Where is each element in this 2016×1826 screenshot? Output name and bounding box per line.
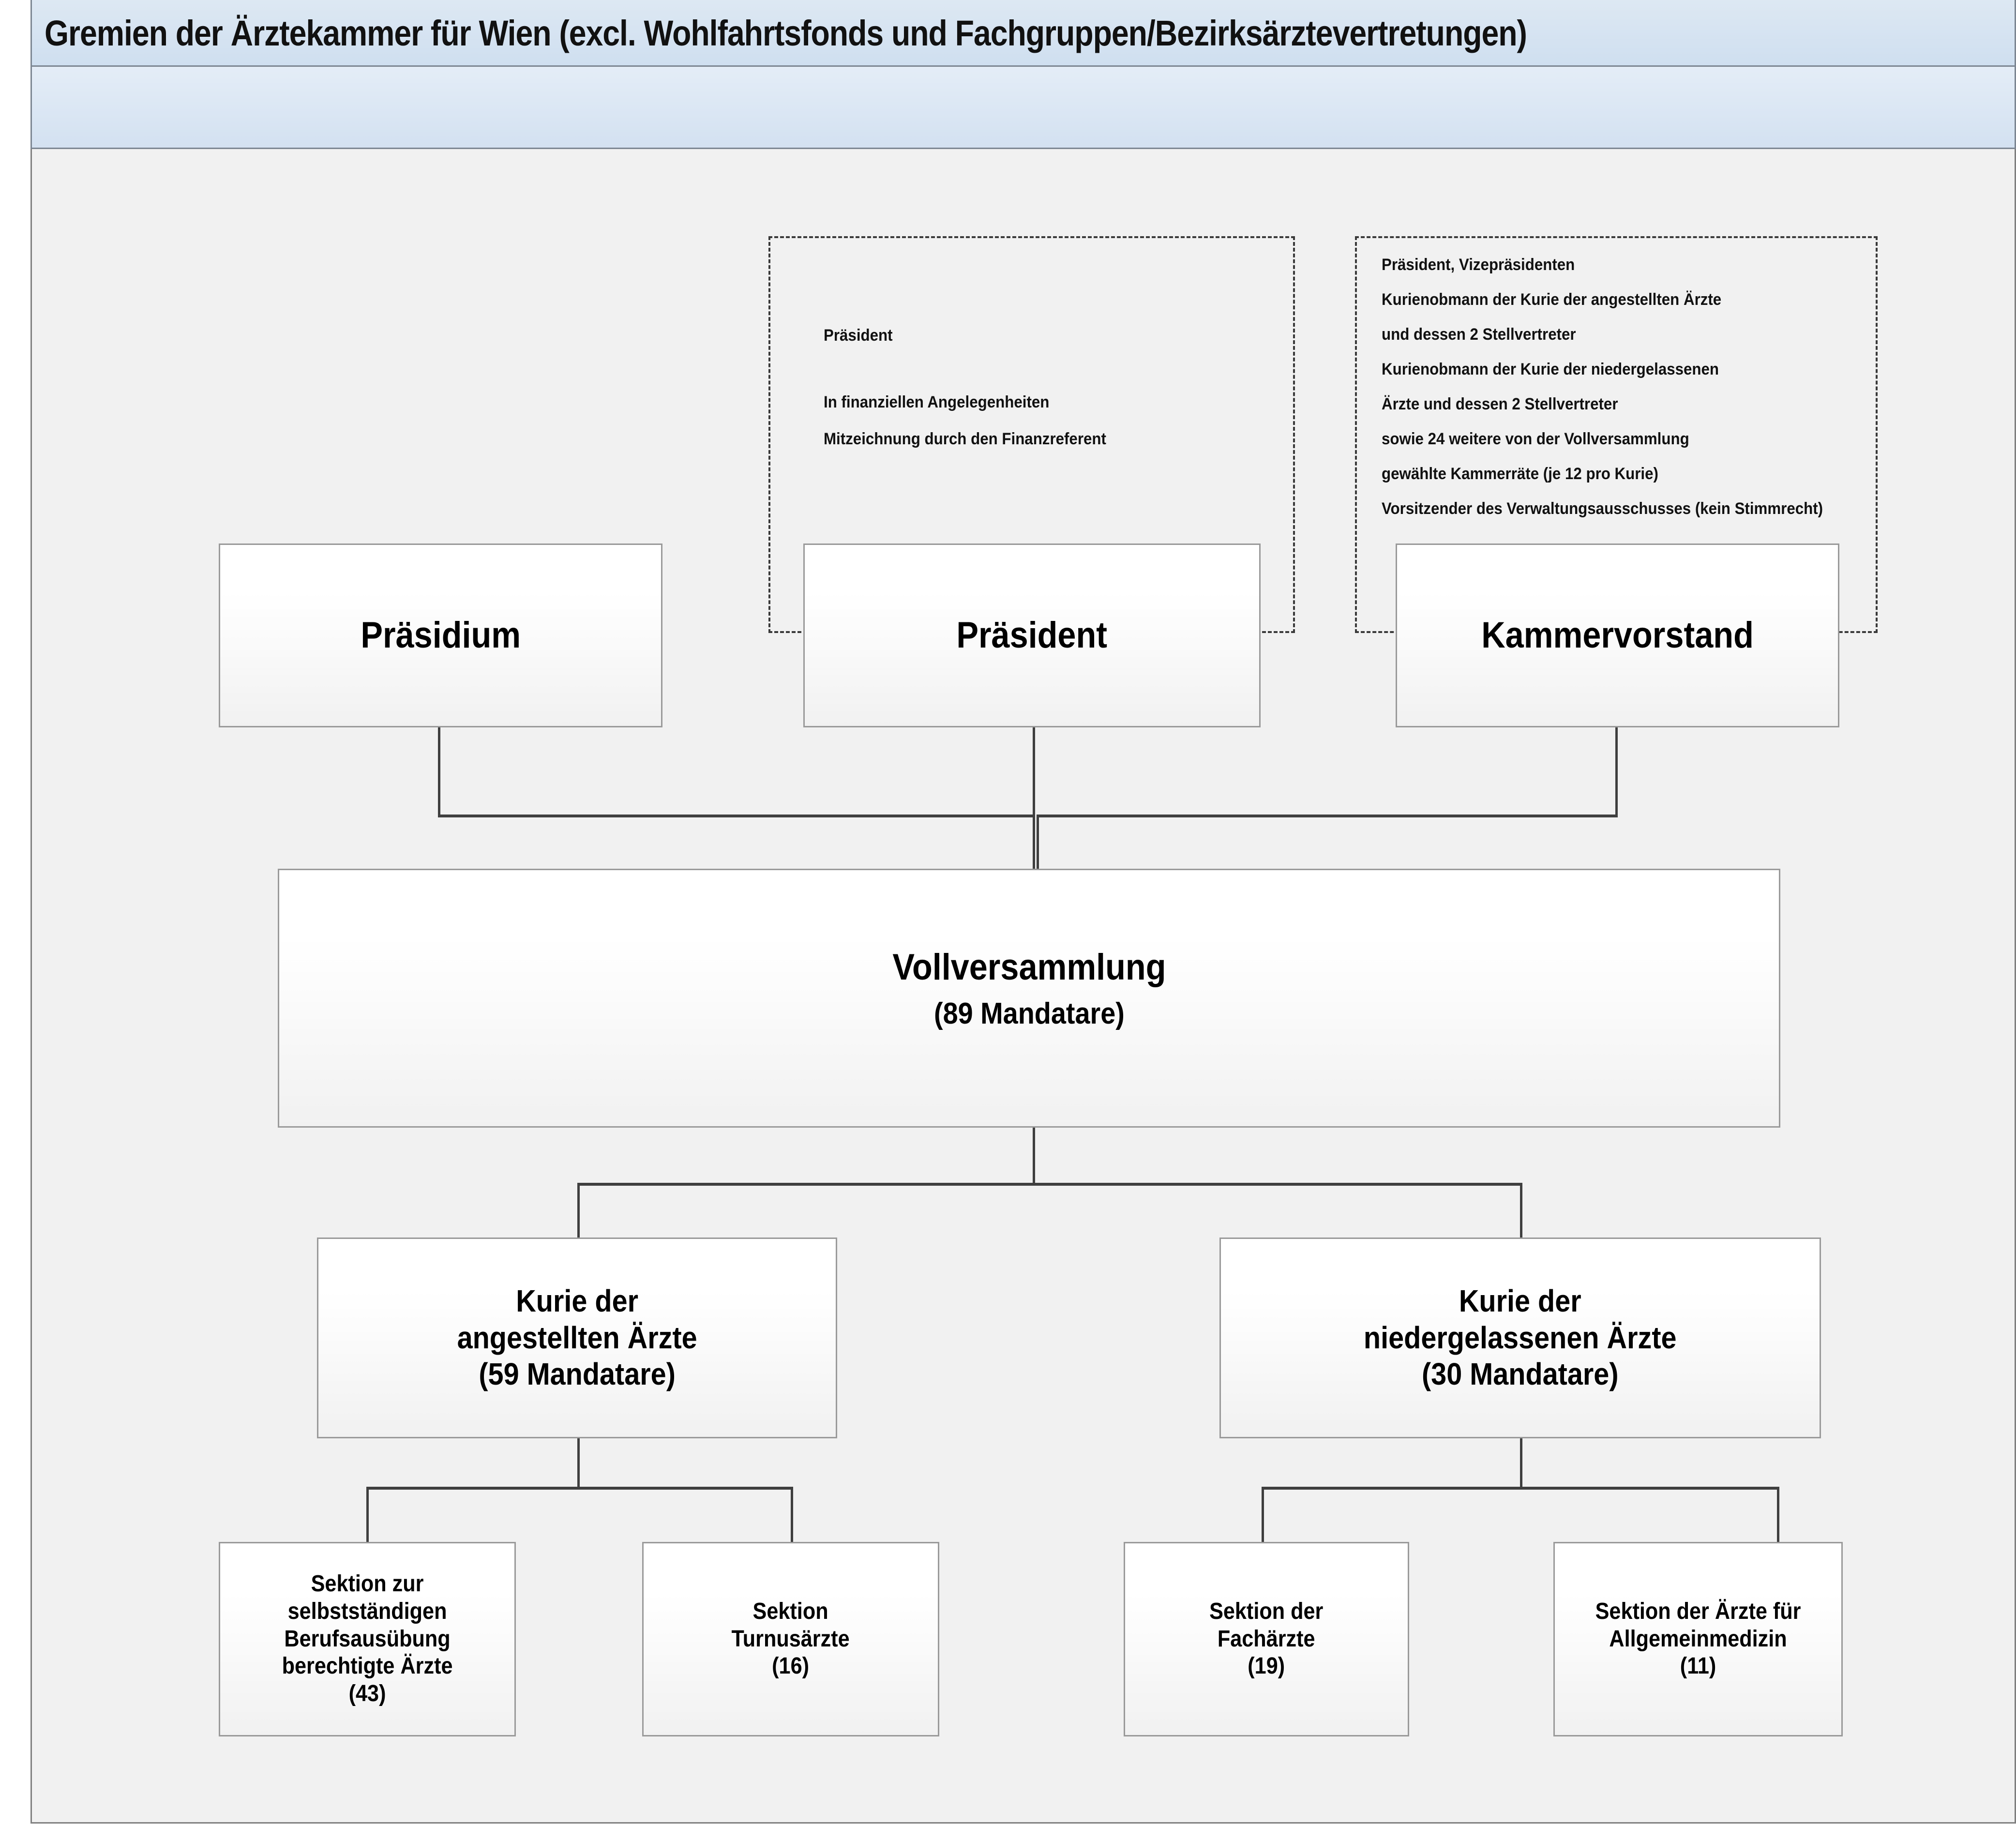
connector-kurie-angestellte-drop: [577, 1183, 580, 1238]
node-sektion-turnus-line1: Sektion: [752, 1599, 829, 1625]
connector-kurie-angestellte-down: [577, 1436, 580, 1490]
node-kurie-angestellte-aerzte[interactable]: Kurie der angestellten Ärzte (59 Mandata…: [317, 1237, 837, 1438]
praesident-annotation-text: Präsident In finanziellen Angelegenheite…: [824, 327, 1106, 447]
node-sektion-allgemein-line3: (11): [1680, 1653, 1716, 1679]
header-band-secondary: [30, 67, 2016, 149]
node-kurie-angestellte-line3: (59 Mandatare): [479, 1357, 676, 1392]
annotation-line: Ärzte und dessen 2 Stellvertreter: [1382, 395, 1618, 413]
connector-kurie-niedergelassene-down: [1520, 1436, 1522, 1490]
connector-top-bus-left: [438, 815, 1034, 817]
node-sektion-selbst-line2: selbstständigen: [287, 1599, 447, 1625]
node-kurie-niedergelassene-aerzte[interactable]: Kurie der niedergelassenen Ärzte (30 Man…: [1219, 1237, 1821, 1438]
node-sektion-allgemein-line2: Allgemeinmedizin: [1609, 1626, 1787, 1652]
node-sektion-allgemein-line1: Sektion der Ärzte für: [1595, 1599, 1801, 1625]
annotation-line: sowie 24 weitere von der Vollversammlung: [1382, 430, 1689, 448]
connector-kurien-bus: [577, 1183, 1522, 1186]
connector-sektion-selbststaendig-drop: [366, 1487, 369, 1544]
node-kurie-angestellte-line1: Kurie der: [516, 1283, 638, 1319]
connector-sektion-turnusaerzte-drop: [791, 1487, 793, 1544]
header-band-primary: [30, 0, 2016, 67]
node-kurie-angestellte-line2: angestellten Ärzte: [457, 1320, 697, 1355]
connector-top-bus-right: [1037, 815, 1618, 817]
connector-sektion-bus-right: [1262, 1487, 1779, 1490]
node-sektion-fachaerzte-line2: Fachärzte: [1218, 1626, 1315, 1652]
page-title: Gremien der Ärztekammer für Wien (excl. …: [45, 13, 1527, 53]
kammervorstand-annotation-text: Präsident, Vizepräsidenten Kurienobmann …: [1382, 257, 1823, 517]
node-sektion-fachaerzte[interactable]: Sektion der Fachärzte (19): [1124, 1542, 1409, 1736]
connector-praesident-vollversammlung: [1033, 726, 1035, 871]
connector-sektion-fachaerzte-drop: [1262, 1487, 1264, 1544]
annotation-line: Mitzeichnung durch den Finanzreferent: [824, 430, 1106, 448]
annotation-line: Präsident, Vizepräsidenten: [1382, 256, 1575, 274]
node-praesidium[interactable]: Präsidium: [219, 543, 662, 727]
node-vollversammlung-count: (89 Mandatare): [933, 996, 1125, 1030]
connector-kammervorstand-down: [1615, 726, 1618, 816]
node-sektion-fachaerzte-line1: Sektion der: [1209, 1599, 1324, 1625]
node-kurie-niedergelassene-line2: niedergelassenen Ärzte: [1364, 1320, 1677, 1355]
connector-bus-left-drop: [1037, 815, 1039, 871]
annotation-line: Präsident: [824, 326, 893, 345]
node-praesident-label: Präsident: [956, 615, 1108, 656]
node-sektion-turnus-line2: Turnusärzte: [731, 1626, 850, 1652]
node-sektion-selbst-line1: Sektion zur: [311, 1571, 424, 1597]
node-kurie-niedergelassene-line1: Kurie der: [1459, 1283, 1581, 1319]
annotation-line: Kurienobmann der Kurie der angestellten …: [1382, 290, 1722, 309]
node-sektion-selbst-line3: Berufsausübung: [284, 1626, 451, 1652]
connector-praesidium-down: [438, 726, 440, 816]
annotation-line: gewählte Kammerräte (je 12 pro Kurie): [1382, 465, 1658, 483]
node-praesidium-label: Präsidium: [361, 615, 521, 656]
node-kammervorstand[interactable]: Kammervorstand: [1396, 543, 1839, 727]
node-vollversammlung[interactable]: Vollversammlung (89 Mandatare): [278, 869, 1780, 1128]
node-kurie-niedergelassene-line3: (30 Mandatare): [1422, 1357, 1619, 1392]
node-sektion-fachaerzte-line3: (19): [1248, 1653, 1285, 1679]
node-sektion-turnus-line3: (16): [772, 1653, 810, 1679]
connector-sektion-bus-left: [366, 1487, 793, 1490]
connector-sektion-allgemeinmedizin-drop: [1777, 1487, 1779, 1544]
node-sektion-selbst-line5: (43): [348, 1680, 386, 1706]
node-sektion-selbst-line4: berechtigte Ärzte: [282, 1653, 453, 1679]
annotation-line: Vorsitzender des Verwaltungsausschusses …: [1382, 499, 1823, 518]
connector-vollversammlung-down: [1033, 1127, 1035, 1184]
node-vollversammlung-title: Vollversammlung: [892, 947, 1166, 988]
annotation-line: Kurienobmann der Kurie der niedergelasse…: [1382, 360, 1719, 378]
annotation-line: und dessen 2 Stellvertreter: [1382, 325, 1576, 344]
annotation-line: In finanziellen Angelegenheiten: [824, 393, 1050, 411]
connector-kurie-niedergelassene-drop: [1520, 1183, 1522, 1238]
node-kammervorstand-label: Kammervorstand: [1481, 615, 1754, 656]
node-sektion-allgemeinmedizin[interactable]: Sektion der Ärzte für Allgemeinmedizin (…: [1553, 1542, 1843, 1736]
node-praesident[interactable]: Präsident: [803, 543, 1261, 727]
node-sektion-selbststaendige-berufsausuebung[interactable]: Sektion zur selbstständigen Berufsausübu…: [219, 1542, 516, 1736]
node-sektion-turnusaerzte[interactable]: Sektion Turnusärzte (16): [642, 1542, 939, 1736]
